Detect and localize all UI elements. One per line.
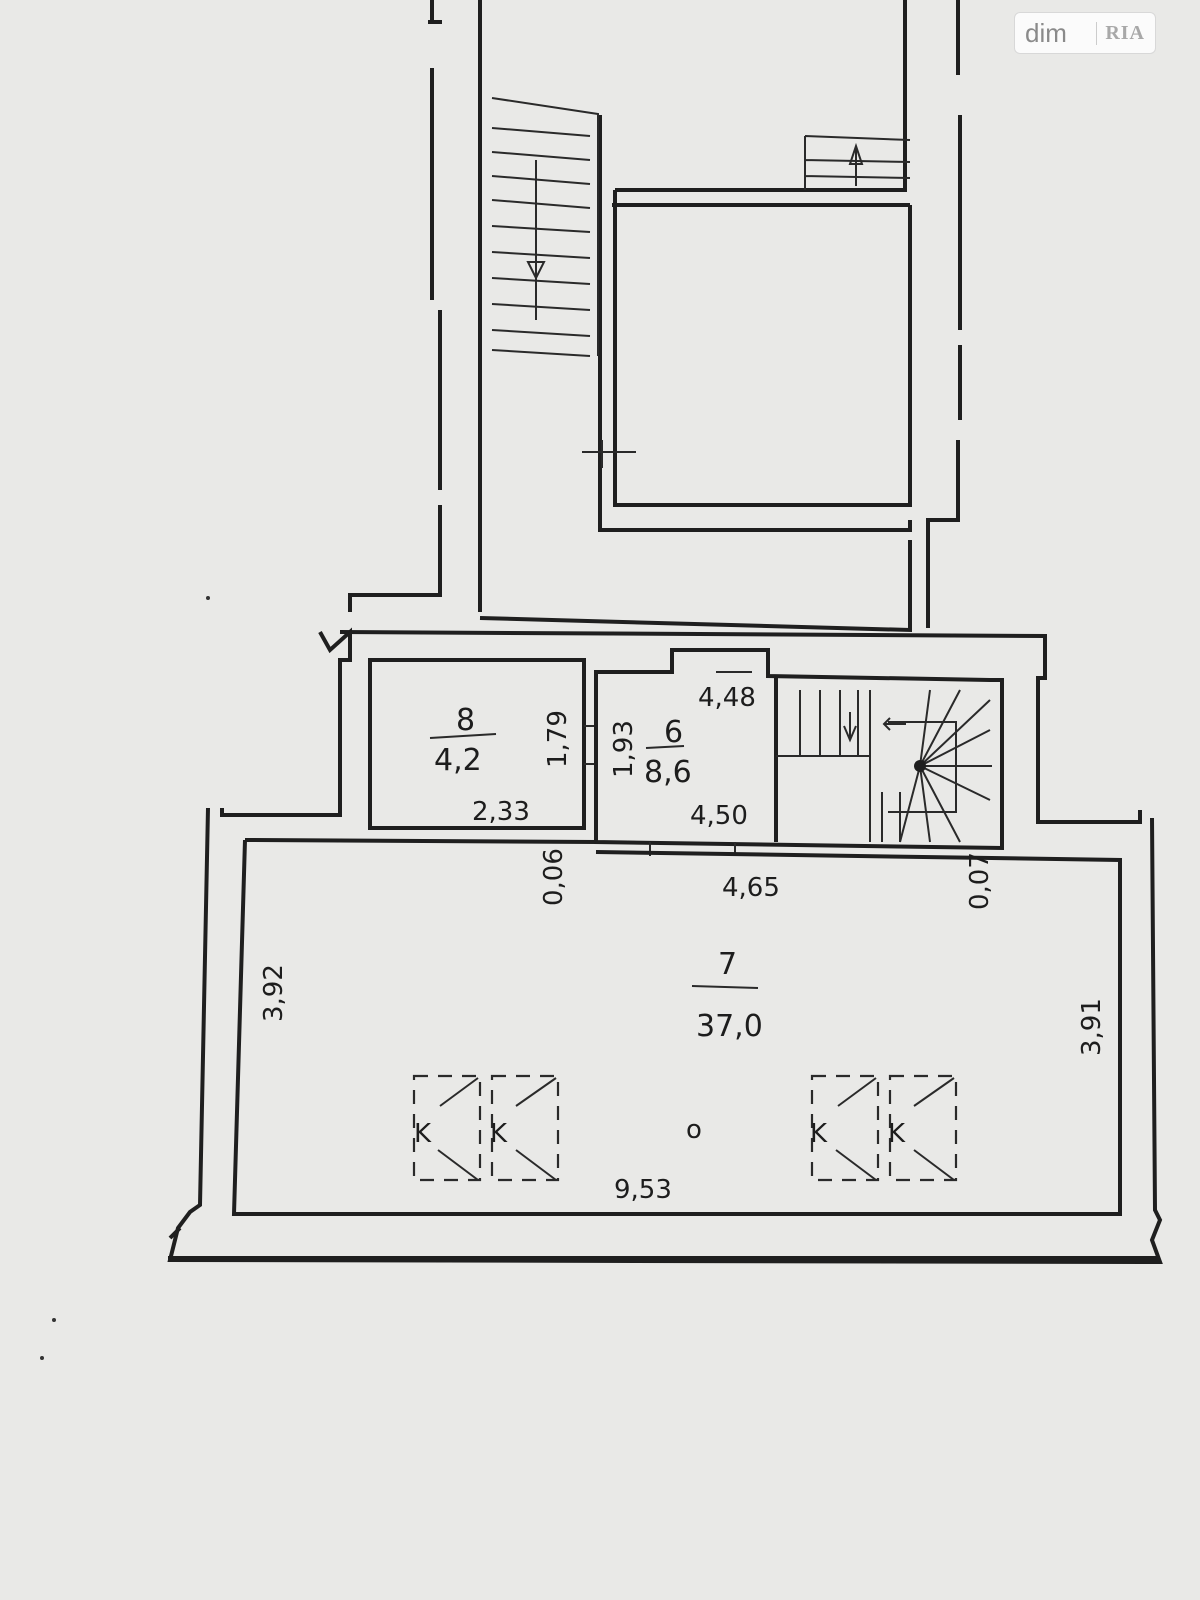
dim-4-65: 4,65 [722, 873, 780, 903]
room-7-walls [231, 838, 1122, 1216]
dim-3-91: 3,91 [1077, 998, 1107, 1056]
room-6-walls [594, 648, 1004, 851]
fixture-group-right [810, 1074, 958, 1182]
watermark-brand: dim [1025, 17, 1067, 48]
spiral-stair [776, 689, 992, 843]
upper-walls [348, 0, 962, 633]
dimria-watermark: dim RIA [1014, 12, 1156, 54]
dim-2-33: 2,33 [472, 797, 530, 827]
dim-3-92: 3,92 [259, 964, 289, 1022]
paper-speck [40, 1356, 44, 1360]
room-7-area: 37,0 [696, 1009, 763, 1044]
dim-0-06: 0,06 [539, 848, 569, 906]
dim-4-48: 4,48 [698, 683, 756, 713]
room-6-area: 8,6 [644, 755, 692, 790]
fixture-group-left [412, 1074, 560, 1182]
k-fixture [412, 1074, 482, 1182]
building-outer-wall [167, 807, 1163, 1265]
upper-room-right-wall [478, 0, 907, 192]
wall-fragment [348, 505, 442, 612]
room-7-number: 7 [718, 947, 737, 982]
watermark-logo: RIA [1096, 21, 1145, 45]
room-8-fraction-line [429, 733, 497, 739]
k-fixture [810, 1074, 880, 1182]
dim-9-53: 9,53 [614, 1175, 672, 1205]
paper-speck [206, 596, 210, 600]
k-label: K [490, 1119, 508, 1149]
upper-stair-right [804, 135, 911, 190]
middle-left-outer-wall [220, 627, 352, 817]
k-fixture [888, 1074, 958, 1182]
k-label: K [810, 1119, 828, 1149]
room-7-fraction-line [691, 985, 759, 989]
inner-room-walls [612, 188, 912, 507]
room-8-area: 4,2 [434, 743, 482, 778]
middle-top-wall [339, 630, 1142, 824]
stair-hall-bottom-wall [479, 540, 912, 633]
outer-baseline [168, 1226, 1160, 1260]
room-8-number: 8 [456, 703, 475, 738]
wall-tick [582, 440, 636, 468]
middle-walls [220, 627, 1142, 856]
dim-1-93: 1,93 [609, 720, 639, 778]
room-6-fraction-line [645, 745, 685, 749]
k-fixture [490, 1074, 560, 1182]
paper-speck [52, 1318, 56, 1322]
k-label: K [888, 1119, 906, 1149]
room-7 [167, 807, 1163, 1265]
inner-room-outer-wall [598, 115, 912, 532]
dim-1-79: 1,79 [543, 710, 573, 768]
room-6-number: 6 [664, 715, 683, 750]
upper-stair-left [491, 97, 599, 357]
dim-4-50: 4,50 [690, 801, 748, 831]
center-mark: o [686, 1115, 702, 1145]
room-8-walls [368, 658, 586, 830]
dim-0-07: 0,07 [965, 852, 995, 910]
wall-fragment [428, 0, 442, 24]
wall-fragment [926, 440, 960, 628]
k-label: K [414, 1119, 432, 1149]
